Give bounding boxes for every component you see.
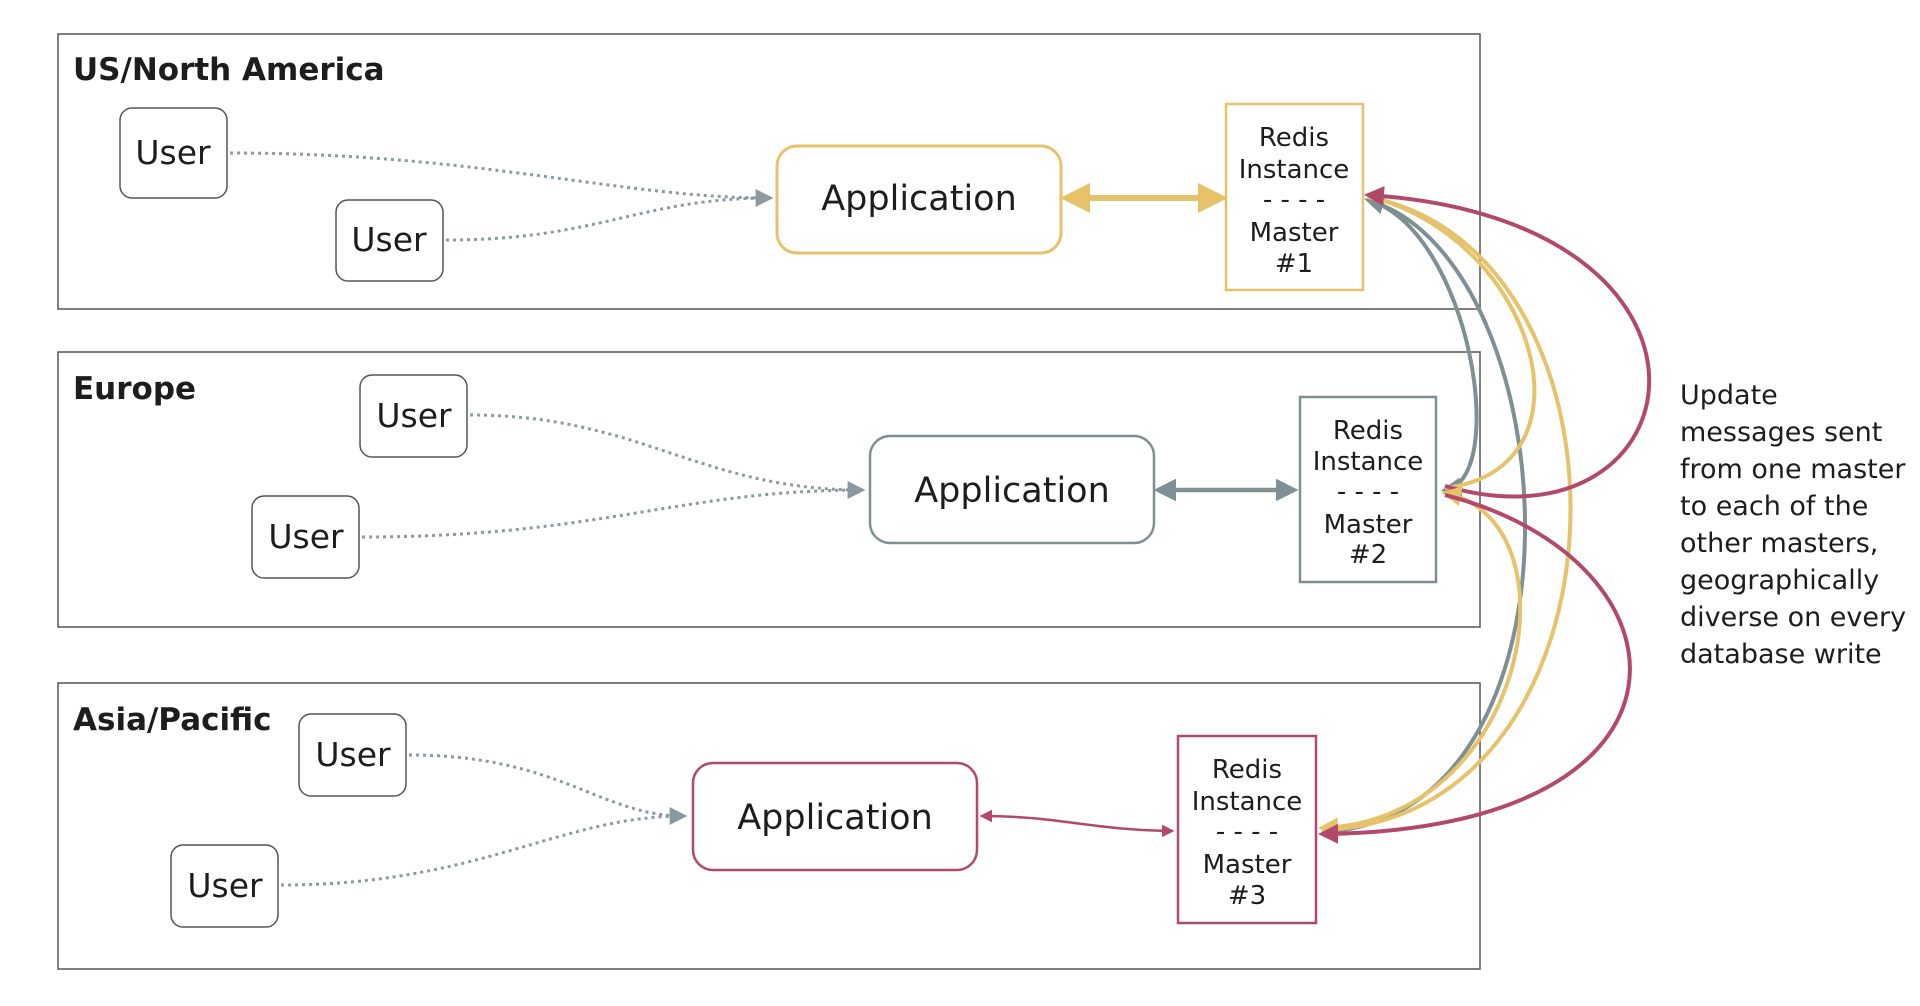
- user-box-europe-2: User: [251, 495, 360, 579]
- redis-line-2: Instance: [1192, 787, 1303, 817]
- replication-arc-m1-m2-magenta: [1364, 186, 1652, 499]
- region-title-asia: Asia/Pacific: [73, 702, 271, 738]
- redis-line-1: Redis: [1212, 755, 1282, 785]
- region-frame-asia: [57, 682, 1481, 970]
- redis-master-1: Redis Instance - - - - Master #1: [1224, 102, 1365, 292]
- replication-arc-m2-m3-yellow: [1318, 486, 1523, 838]
- note-line-2: messages sent: [1680, 417, 1882, 448]
- user-link-us-2: [445, 196, 771, 242]
- note-line-8: database write: [1680, 639, 1882, 670]
- redis-line-3: Master: [1250, 218, 1339, 248]
- user-link-asia-1: [408, 753, 688, 825]
- user-label: User: [187, 866, 263, 905]
- redis-line-4: #2: [1349, 540, 1387, 570]
- replication-arc-m1-m2-grey: [1364, 194, 1479, 498]
- redis-line-3: Master: [1324, 510, 1413, 540]
- note-line-5: other masters,: [1680, 528, 1878, 559]
- redis-master-3: Redis Instance - - - - Master #3: [1176, 734, 1318, 925]
- region-frame-us: [57, 33, 1481, 310]
- app-redis-link-asia: [979, 809, 1175, 838]
- user-label: User: [268, 517, 344, 556]
- application-label: Application: [737, 798, 933, 838]
- redis-line-1: Redis: [1333, 416, 1403, 446]
- redis-line-1: Redis: [1259, 123, 1329, 153]
- note-line-6: geographically: [1680, 565, 1879, 596]
- user-box-europe-1: User: [359, 374, 468, 458]
- user-label: User: [376, 396, 452, 435]
- replication-arc-m1-m2-yellow: [1367, 194, 1537, 490]
- user-label: User: [351, 220, 427, 259]
- redis-line-3: Master: [1203, 850, 1292, 880]
- replication-note: Update messages sent from one master to …: [1680, 380, 1906, 670]
- user-label: User: [135, 133, 211, 172]
- redis-line-4: #3: [1228, 881, 1266, 911]
- redis-master-2: Redis Instance - - - - Master #2: [1298, 395, 1438, 584]
- replication-arc-m2-m3-magenta: [1318, 493, 1632, 844]
- user-link-asia-2: [280, 814, 685, 887]
- redis-separator: - - - -: [1337, 477, 1399, 507]
- application-label: Application: [821, 179, 1017, 219]
- redis-separator: - - - -: [1216, 817, 1278, 847]
- note-line-3: from one master: [1680, 454, 1906, 485]
- region-title-europe: Europe: [73, 371, 196, 407]
- note-line-7: diverse on every: [1680, 602, 1906, 633]
- user-link-europe-2: [361, 488, 863, 539]
- application-box-europe: Application: [868, 434, 1156, 545]
- application-box-asia: Application: [691, 761, 979, 872]
- region-title-us: US/North America: [73, 52, 385, 88]
- redis-line-2: Instance: [1239, 155, 1350, 185]
- redis-separator: - - - -: [1263, 185, 1325, 215]
- user-link-us-1: [229, 151, 774, 207]
- user-box-us-1: User: [119, 107, 228, 199]
- application-box-us: Application: [775, 144, 1063, 255]
- note-line-1: Update: [1680, 380, 1778, 411]
- redis-line-4: #1: [1275, 249, 1313, 279]
- user-label: User: [315, 735, 391, 774]
- user-box-asia-2: User: [170, 844, 279, 928]
- user-box-us-2: User: [335, 199, 444, 282]
- user-link-europe-1: [469, 413, 866, 499]
- note-line-4: to each of the: [1680, 491, 1868, 522]
- user-box-asia-1: User: [298, 713, 407, 797]
- region-frame-europe: [57, 351, 1481, 628]
- application-label: Application: [914, 471, 1110, 511]
- redis-line-2: Instance: [1313, 447, 1424, 477]
